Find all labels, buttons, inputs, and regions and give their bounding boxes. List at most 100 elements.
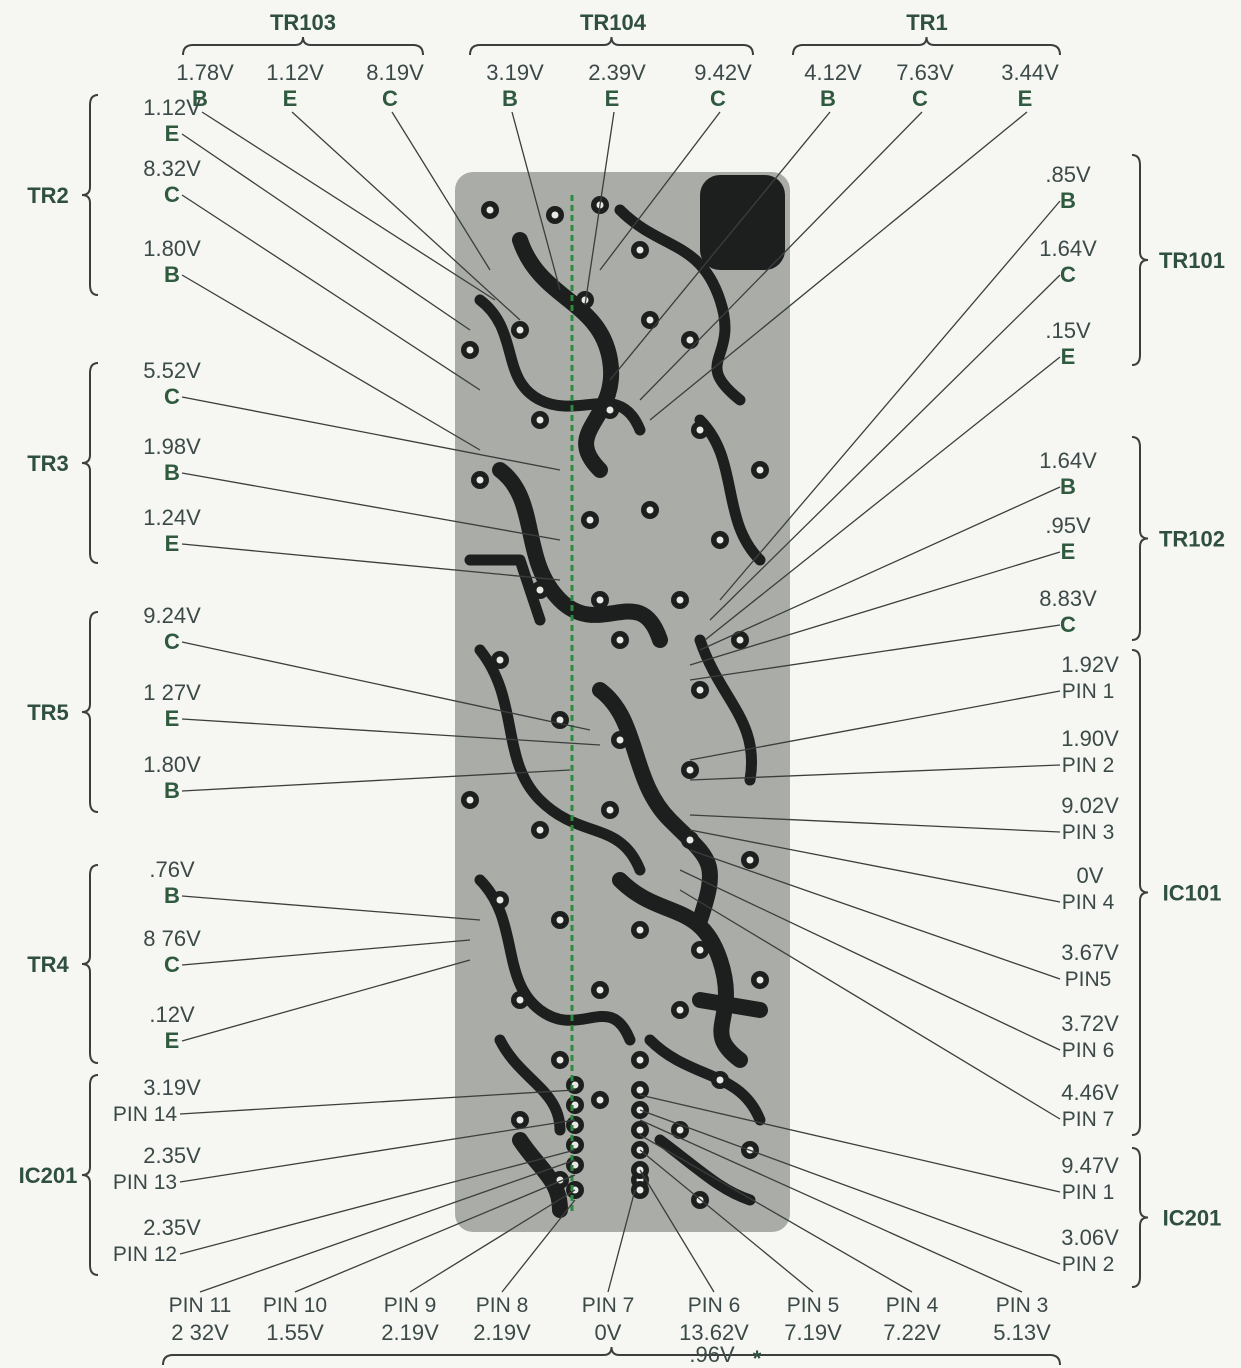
- voltage-label: 1 27V: [143, 680, 201, 705]
- voltage-label: 0V: [595, 1320, 622, 1345]
- leader-tr102-c: [689, 624, 1061, 681]
- terminal-label: PIN 2: [1062, 754, 1115, 777]
- leader-ic101-pin-3: [689, 814, 1061, 833]
- leader-bottom-pin-5: [639, 1149, 814, 1293]
- leader-lines: [179, 111, 1061, 1293]
- voltage-label: 1.24V: [143, 505, 201, 530]
- voltage-label: 3.19V: [486, 60, 544, 85]
- terminal-label: E: [1061, 344, 1076, 369]
- voltage-label: .76V: [149, 857, 195, 882]
- voltage-label: 2.35V: [143, 1215, 201, 1240]
- leader-bottom-pin-3: [639, 1119, 1023, 1293]
- voltage-label: 8.83V: [1039, 586, 1097, 611]
- voltage-label: 1.92V: [1061, 652, 1119, 677]
- leader-ic201-pin-2: [639, 1109, 1061, 1265]
- leader-tr101-b: [719, 200, 1061, 601]
- leader-tr5-b: [181, 769, 571, 792]
- leader-tr101-c: [709, 274, 1061, 621]
- leader-tr102-b: [699, 486, 1061, 651]
- terminal-label: B: [164, 262, 180, 287]
- terminal-label: PIN 3: [1062, 821, 1115, 844]
- terminal-label: C: [164, 952, 180, 977]
- leader-ic201-pin-12: [179, 1149, 576, 1255]
- voltage-label: 7.19V: [784, 1320, 842, 1345]
- voltage-label: 8.32V: [143, 156, 201, 181]
- pin-label: PIN 4: [886, 1294, 939, 1317]
- voltage-label: 1.12V: [143, 95, 201, 120]
- terminal-label: PIN5: [1065, 968, 1112, 991]
- leader-bottom-pin-7: [607, 1189, 636, 1293]
- leader-tr5-e: [181, 718, 601, 746]
- terminal-label: E: [283, 86, 298, 111]
- voltage-label: 5.52V: [143, 358, 201, 383]
- leader-tr102-e: [689, 551, 1061, 666]
- pin-label: PIN 10: [263, 1294, 327, 1317]
- leader-ic101-pin5: [689, 849, 1061, 980]
- terminal-label: B: [192, 86, 208, 111]
- voltage-label: 1.12V: [266, 60, 324, 85]
- leader-tr5-c: [181, 641, 591, 731]
- leader-ic101-pin-4: [689, 829, 1061, 903]
- leader-bottom-pin-9: [409, 1189, 576, 1293]
- terminal-label: C: [164, 182, 180, 207]
- terminal-label: C: [1060, 612, 1076, 637]
- leader-tr104-b: [511, 111, 561, 291]
- leader-ic201-pin-14: [179, 1089, 576, 1115]
- voltage-label: 3.19V: [143, 1075, 201, 1100]
- leader-tr4-e: [181, 959, 471, 1042]
- terminal-label: PIN 2: [1062, 1253, 1115, 1276]
- group-braces: [81, 36, 1149, 1366]
- voltage-label: 7.22V: [883, 1320, 941, 1345]
- terminal-label: B: [164, 883, 180, 908]
- voltage-label: 1.98V: [143, 434, 201, 459]
- terminal-label: E: [1018, 86, 1033, 111]
- terminal-label: E: [165, 706, 180, 731]
- voltage-label: 1.78V: [176, 60, 234, 85]
- leader-ic101-pin-7: [679, 889, 1061, 1120]
- voltage-label: 2.19V: [473, 1320, 531, 1345]
- leader-bottom-pin-11: [199, 1159, 576, 1293]
- voltage-label: 2.39V: [588, 60, 646, 85]
- pcb-board-image: [455, 172, 790, 1232]
- pin-label: PIN 7: [582, 1294, 635, 1317]
- voltage-label: 1.80V: [143, 236, 201, 261]
- terminal-label: PIN 13: [113, 1171, 177, 1194]
- leader-tr3-b: [181, 472, 561, 541]
- terminal-label: C: [912, 86, 928, 111]
- leader-tr103-e: [291, 111, 521, 321]
- voltage-label: 13.62V: [679, 1320, 749, 1345]
- leader-bottom-pin-8: [501, 1199, 576, 1293]
- terminal-label: PIN 4: [1062, 891, 1115, 914]
- terminal-label: B: [1060, 188, 1076, 213]
- terminal-label: B: [164, 778, 180, 803]
- leader-bottom-pin-6: [639, 1169, 715, 1293]
- voltage-label: 1.55V: [266, 1320, 324, 1345]
- voltage-label: 8.19V: [366, 60, 424, 85]
- footnote-asterisk: *: [753, 1346, 762, 1368]
- leader-tr3-c: [181, 396, 561, 471]
- leader-tr4-b: [181, 895, 481, 921]
- leader-tr2-b: [181, 274, 481, 451]
- leader-bottom-pin-4: [639, 1134, 913, 1293]
- voltage-labels: TR1031.78VB1.12VE8.19VCTR1043.19VB2.39VE…: [19, 10, 1225, 1368]
- group-title-ic101: IC101: [1163, 881, 1222, 906]
- terminal-label: E: [1061, 539, 1076, 564]
- leader-tr104-c: [599, 111, 721, 271]
- group-title-tr2: TR2: [27, 183, 69, 208]
- leader-tr2-c: [181, 194, 481, 391]
- voltage-label: 9.47V: [1061, 1153, 1119, 1178]
- leader-tr103-b: [201, 111, 496, 301]
- voltage-label: 1.64V: [1039, 236, 1097, 261]
- voltage-label: 5.13V: [993, 1320, 1051, 1345]
- terminal-label: PIN 1: [1062, 680, 1115, 703]
- voltage-label: 9.02V: [1061, 793, 1119, 818]
- terminal-label: B: [502, 86, 518, 111]
- leader-tr103-c: [391, 111, 491, 271]
- pin-label: PIN 3: [996, 1294, 1049, 1317]
- terminal-label: B: [820, 86, 836, 111]
- terminal-label: C: [710, 86, 726, 111]
- voltage-label: 9.24V: [143, 603, 201, 628]
- voltage-label: 8 76V: [143, 926, 201, 951]
- terminal-label: C: [164, 384, 180, 409]
